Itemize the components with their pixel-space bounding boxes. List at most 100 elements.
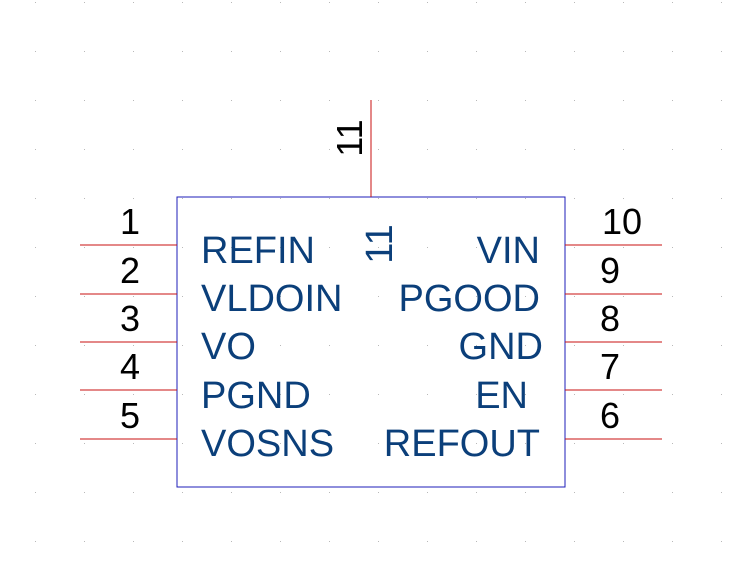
grid-dot (378, 100, 379, 101)
pin-6-number: 6 (600, 395, 620, 436)
grid-dot (133, 100, 134, 101)
grid-dot (525, 541, 526, 542)
grid-dot (378, 247, 379, 248)
grid-dot (231, 541, 232, 542)
grid-dot (476, 296, 477, 297)
grid-dot (133, 51, 134, 52)
grid-dot (525, 149, 526, 150)
grid-dot (182, 100, 183, 101)
grid-dot (182, 247, 183, 248)
grid-dot (133, 198, 134, 199)
grid-dot (231, 345, 232, 346)
grid-dot (231, 51, 232, 52)
grid-dot (721, 100, 722, 101)
pin-10-number: 10 (602, 201, 642, 242)
grid-dot (84, 296, 85, 297)
grid-dot (133, 541, 134, 542)
grid-dot (84, 492, 85, 493)
grid-dot (133, 149, 134, 150)
grid-dot (476, 149, 477, 150)
grid-dot (672, 541, 673, 542)
grid-dot (721, 2, 722, 3)
grid-dot (231, 394, 232, 395)
grid-dot (133, 296, 134, 297)
grid-dot (329, 100, 330, 101)
grid-dot (574, 492, 575, 493)
grid-dot (476, 51, 477, 52)
grid-dot (84, 100, 85, 101)
grid-dot (672, 394, 673, 395)
grid-dot (133, 2, 134, 3)
grid-dot (427, 296, 428, 297)
grid-dot (427, 2, 428, 3)
grid-dot (623, 394, 624, 395)
grid-dot (672, 296, 673, 297)
grid-dot (329, 345, 330, 346)
pin-11-name: 11 (359, 224, 401, 263)
grid-dot (35, 345, 36, 346)
pin-7-name: EN (475, 375, 528, 417)
pin-11-number: 11 (329, 119, 370, 156)
grid-dot (623, 443, 624, 444)
pin-1-name: REFIN (201, 230, 315, 272)
grid-dot (721, 394, 722, 395)
pin-1-number: 1 (120, 201, 140, 242)
grid-dot (182, 492, 183, 493)
pin-9-number: 9 (600, 250, 620, 291)
grid-dot (378, 198, 379, 199)
pin-4-number: 4 (120, 346, 140, 387)
grid-dot (623, 247, 624, 248)
grid-dot (280, 149, 281, 150)
grid-dot (378, 2, 379, 3)
grid-dot (329, 247, 330, 248)
grid-dot (476, 492, 477, 493)
grid-dot (280, 443, 281, 444)
grid-dot (427, 345, 428, 346)
grid-dot (623, 492, 624, 493)
grid-dot (133, 394, 134, 395)
grid-dot (476, 345, 477, 346)
grid-dot (35, 492, 36, 493)
pin-8-name: GND (459, 326, 543, 368)
grid-dot (329, 443, 330, 444)
grid-dot (329, 198, 330, 199)
grid-dot (280, 541, 281, 542)
grid-dot (84, 247, 85, 248)
grid-dot (84, 198, 85, 199)
grid-dot (84, 541, 85, 542)
pin-4-name: PGND (201, 375, 311, 417)
grid-dot (133, 492, 134, 493)
grid-dot (84, 51, 85, 52)
grid-dot (35, 149, 36, 150)
grid-dot (427, 247, 428, 248)
pin-3-name: VO (201, 326, 256, 368)
grid-dot (329, 51, 330, 52)
pin-5-name: VOSNS (201, 423, 334, 465)
grid-dot (182, 198, 183, 199)
grid-dot (35, 198, 36, 199)
pin-7-number: 7 (600, 346, 620, 387)
grid-dot (182, 345, 183, 346)
grid-dot (378, 296, 379, 297)
grid-dot (525, 345, 526, 346)
grid-dot (280, 198, 281, 199)
grid-dot (525, 198, 526, 199)
grid-dot (280, 51, 281, 52)
grid-dot (329, 2, 330, 3)
grid-dot (378, 345, 379, 346)
pin-3-number: 3 (120, 298, 140, 339)
grid-dot (672, 198, 673, 199)
grid-dot (721, 443, 722, 444)
grid-dot (623, 100, 624, 101)
grid-dot (672, 2, 673, 3)
grid-dot (672, 345, 673, 346)
grid-dot (427, 394, 428, 395)
grid-dot (35, 394, 36, 395)
grid-dot (427, 149, 428, 150)
grid-dot (672, 247, 673, 248)
grid-dot (574, 541, 575, 542)
grid-dot (427, 198, 428, 199)
grid-dot (525, 394, 526, 395)
grid-dot (35, 2, 36, 3)
